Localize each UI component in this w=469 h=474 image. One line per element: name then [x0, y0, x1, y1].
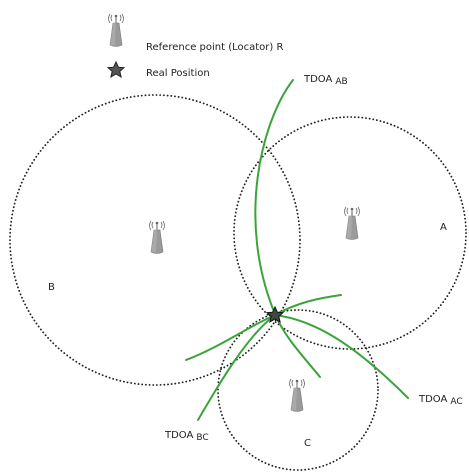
- antenna-tower-icon: [344, 206, 360, 240]
- antenna-tower-icon: [289, 378, 305, 412]
- star-icon: [106, 60, 126, 79]
- antenna-tower-icon: [108, 13, 124, 47]
- legend-reference-label: Reference point (Locator) R: [146, 42, 283, 53]
- circle-a: [233, 116, 467, 350]
- region-label-a: A: [440, 222, 447, 233]
- region-label-c: C: [304, 438, 311, 449]
- circle-b: [9, 94, 301, 386]
- legend-real-position-label: Real Position: [146, 68, 210, 79]
- hyperbola-ab: [254, 79, 321, 378]
- circle-c: [217, 309, 379, 471]
- real-position-star-icon: [265, 305, 285, 324]
- legend: Reference point (Locator) R Real Positio…: [106, 13, 283, 79]
- antenna-tower-icon: [149, 220, 165, 254]
- region-label-b: B: [48, 282, 55, 293]
